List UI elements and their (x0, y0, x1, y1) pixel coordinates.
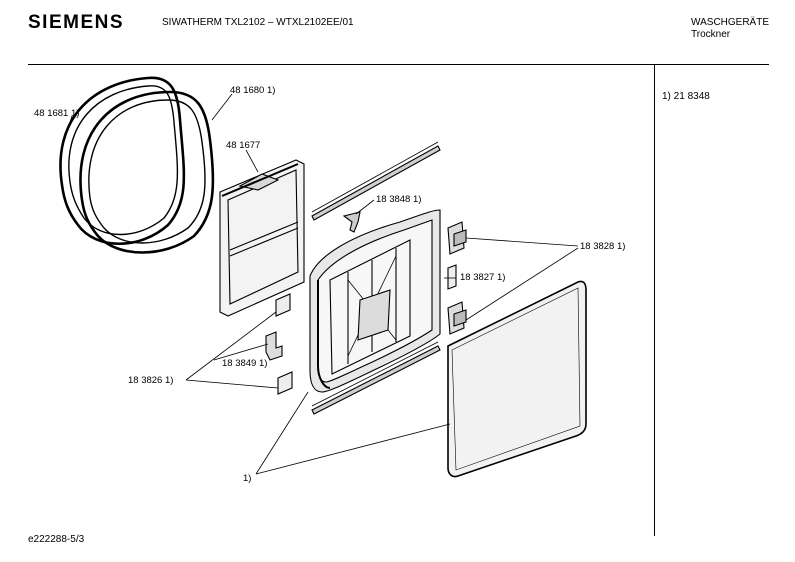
callout-183826: 18 3826 1) (128, 375, 173, 386)
top-rail-strip (311, 141, 441, 221)
callout-481677: 48 1677 (226, 140, 260, 151)
door-seal-outer (59, 76, 186, 245)
hinge-lower (447, 301, 467, 335)
clip-183849 (265, 331, 283, 361)
header-divider (28, 64, 769, 65)
callout-1: 1) (243, 473, 251, 484)
front-door-panel (447, 280, 587, 478)
callout-183848: 18 3848 1) (376, 194, 421, 205)
bottom-rail-strip (311, 341, 441, 415)
side-note: 1) 21 8348 (662, 91, 710, 102)
callout-481681: 48 1681 1) (34, 108, 79, 119)
callout-481680: 48 1680 1) (230, 85, 275, 96)
hinge-plate-183827 (447, 264, 457, 290)
model-title: SIWATHERM TXL2102 – WTXL2102EE/01 (162, 17, 354, 28)
hinge-upper (447, 221, 467, 255)
leader-lines (63, 93, 579, 475)
clip-183826-lower (277, 371, 293, 395)
category-block: WASCHGERÄTE Trockner (691, 17, 769, 41)
clip-183826-upper (275, 293, 291, 317)
door-frame (309, 209, 441, 393)
callout-183827: 18 3827 1) (460, 272, 505, 283)
door-seal-inner (79, 90, 215, 254)
callout-183828: 18 3828 1) (580, 241, 625, 252)
side-divider (654, 64, 655, 536)
category-label: WASCHGERÄTE (691, 17, 769, 28)
drawing-number: e222288-5/3 (28, 534, 85, 545)
lint-filter-frame (219, 159, 305, 317)
subcategory-label: Trockner (691, 29, 731, 40)
brand-logo: SIEMENS (28, 12, 125, 33)
hinge-pin-183848 (342, 211, 361, 233)
callout-183849: 18 3849 1) (222, 358, 267, 369)
